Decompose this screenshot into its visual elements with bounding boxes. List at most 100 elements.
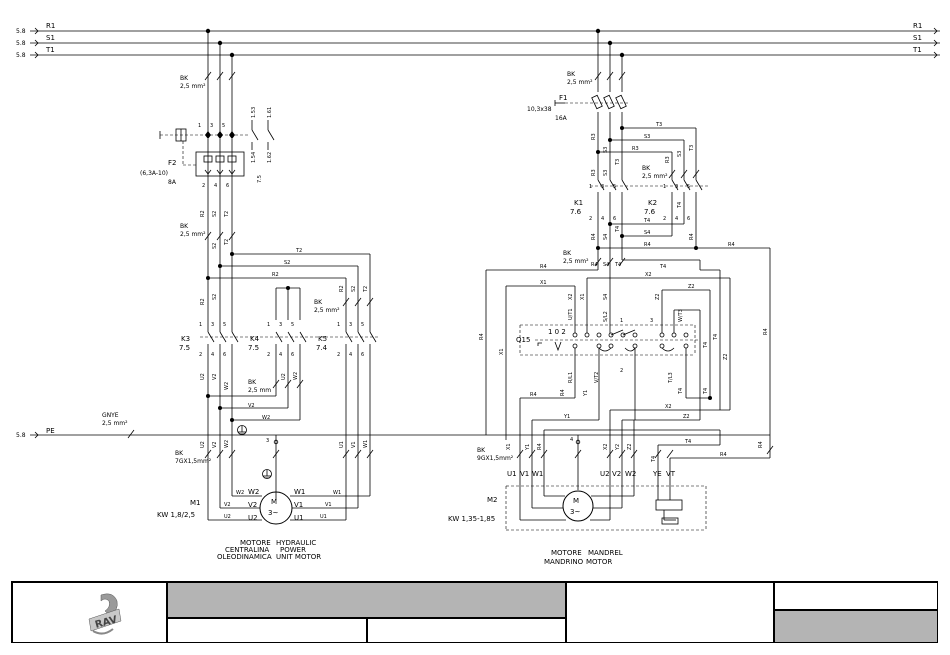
m1-caption-it-1: MOTORE xyxy=(240,539,271,547)
svg-text:3: 3 xyxy=(210,123,213,129)
svg-text:3: 3 xyxy=(211,322,214,328)
svg-text:5: 5 xyxy=(361,322,364,328)
svg-text:X1: X1 xyxy=(506,443,512,450)
k2-cable-color: BK xyxy=(642,165,651,172)
bus-label-s1: S1 xyxy=(46,34,55,42)
svg-text:Y1: Y1 xyxy=(525,444,531,451)
svg-text:W2: W2 xyxy=(262,415,270,421)
contactor-k5: 1 3 5 2 4 6 K5 7.4 xyxy=(316,320,377,360)
svg-text:3: 3 xyxy=(601,184,604,190)
q15-name: Q15 xyxy=(516,336,530,344)
contactor-k4: 1 3 5 2 4 6 K4 7.5 xyxy=(248,322,307,360)
svg-text:W2: W2 xyxy=(224,382,230,390)
q15-label-sl2: S/L2 xyxy=(603,311,609,322)
svg-text:6: 6 xyxy=(613,216,616,222)
svg-text:1: 1 xyxy=(198,123,201,129)
left-circuit: BK 2,5 mm² 1 3 5 F2 (6,3A-10) 8A xyxy=(140,28,380,561)
k2-ref: 7.6 xyxy=(644,208,656,216)
bus-ref-r: 5.8 xyxy=(16,28,26,35)
svg-text:Y1: Y1 xyxy=(583,390,589,397)
svg-text:R4: R4 xyxy=(689,233,695,240)
m2-caption-en-2: MOTOR xyxy=(586,558,612,566)
svg-text:S2: S2 xyxy=(212,211,218,217)
m1-power: KW 1,8/2,5 xyxy=(157,511,195,519)
svg-text:6: 6 xyxy=(223,352,226,358)
svg-text:X1: X1 xyxy=(580,293,586,300)
svg-text:3: 3 xyxy=(266,438,269,444)
svg-text:2: 2 xyxy=(199,352,202,358)
svg-text:R4: R4 xyxy=(728,242,735,248)
svg-text:S3: S3 xyxy=(677,151,683,157)
svg-text:U2: U2 xyxy=(224,514,231,520)
subtitle-field-right xyxy=(367,618,566,643)
fuse-f1: F1 10,3x38 16A xyxy=(527,94,630,122)
svg-text:5: 5 xyxy=(223,322,226,328)
svg-text:T2: T2 xyxy=(295,248,302,254)
bus-label-r1-right: R1 xyxy=(913,22,922,30)
svg-text:R4: R4 xyxy=(644,242,651,248)
svg-text:3: 3 xyxy=(279,322,282,328)
svg-text:3: 3 xyxy=(675,184,678,190)
subtitle-field-left xyxy=(167,618,367,643)
f1-size: 10,3x38 xyxy=(527,106,552,113)
pe-cable-color: GNYE xyxy=(102,412,119,419)
m1-cable-size: 7GX1,5mm² xyxy=(175,458,212,465)
svg-text:Z2: Z2 xyxy=(688,284,695,290)
m1-term-v1: V1 xyxy=(294,501,303,509)
right-mid-cable-size: 2,5 mm² xyxy=(563,258,589,265)
m1-phases: 3~ xyxy=(268,509,278,517)
svg-text:T4: T4 xyxy=(614,262,621,268)
f2-range: (6,3A-10) xyxy=(140,170,168,177)
svg-text:U1: U1 xyxy=(320,514,327,520)
m1-term-u1: U1 xyxy=(294,514,304,522)
svg-text:R4: R4 xyxy=(560,389,566,396)
electrical-schematic: 5.8 5.8 5.8 R1 S1 T1 R1 S1 T1 5.8 PE GNY… xyxy=(16,22,940,566)
svg-text:W2: W2 xyxy=(293,372,299,380)
m2-term-v2: V2 xyxy=(612,470,621,478)
svg-text:R4: R4 xyxy=(530,392,537,398)
svg-text:1: 1 xyxy=(267,322,270,328)
m2-cable-color: BK xyxy=(477,447,486,454)
bus-label-s1-right: S1 xyxy=(913,34,922,42)
svg-text:S3: S3 xyxy=(603,170,609,176)
svg-text:6: 6 xyxy=(687,216,690,222)
f2-name: F2 xyxy=(168,159,176,167)
pe-label: PE xyxy=(46,427,55,435)
svg-text:X1: X1 xyxy=(540,280,547,286)
svg-text:5: 5 xyxy=(291,322,294,328)
m2-caption-en-1: MANDREL xyxy=(588,549,623,557)
svg-text:5: 5 xyxy=(613,184,616,190)
m1-caption-en-3: UNIT MOTOR xyxy=(276,553,321,561)
svg-text:1: 1 xyxy=(337,322,340,328)
bus-ref-s: 5.8 xyxy=(16,40,26,47)
f2-aux4: 1.62 xyxy=(267,152,273,163)
svg-text:T4: T4 xyxy=(678,388,684,395)
contactor-k3: 1 3 5 2 4 6 K3 7.5 xyxy=(179,320,239,360)
svg-text:R2: R2 xyxy=(200,210,206,217)
f2-aux2: 1.61 xyxy=(267,107,273,118)
q15-label-ut1: U/T1 xyxy=(568,308,574,320)
svg-text:R4: R4 xyxy=(591,262,598,268)
m2-phases: 3~ xyxy=(570,508,580,516)
svg-text:T4: T4 xyxy=(713,334,719,341)
f2-aux3: 1.54 xyxy=(251,152,257,163)
m2-term-v1: V1 xyxy=(520,470,529,478)
svg-text:S3: S3 xyxy=(644,134,650,140)
svg-text:R3: R3 xyxy=(591,133,597,140)
svg-text:S2: S2 xyxy=(212,243,218,249)
svg-text:W2: W2 xyxy=(224,440,230,448)
svg-text:U2: U2 xyxy=(200,373,206,380)
contactor-k2: 1 3 5 2 4 6 K2 7.6 xyxy=(644,179,703,248)
m2-term-vt: VT xyxy=(666,470,676,478)
f1-name: F1 xyxy=(559,94,567,102)
f1-rating: 16A xyxy=(555,115,568,122)
svg-text:V2: V2 xyxy=(248,403,255,409)
svg-text:R3: R3 xyxy=(632,146,639,152)
bus-label-r1: R1 xyxy=(46,22,55,30)
svg-text:4: 4 xyxy=(349,352,352,358)
svg-text:V2: V2 xyxy=(212,441,218,448)
f2-rating: 8A xyxy=(168,179,177,186)
k2-name: K2 xyxy=(648,199,657,207)
m1-caption-it-3: OLEODINAMICA xyxy=(217,553,272,561)
svg-text:U1: U1 xyxy=(339,441,345,448)
